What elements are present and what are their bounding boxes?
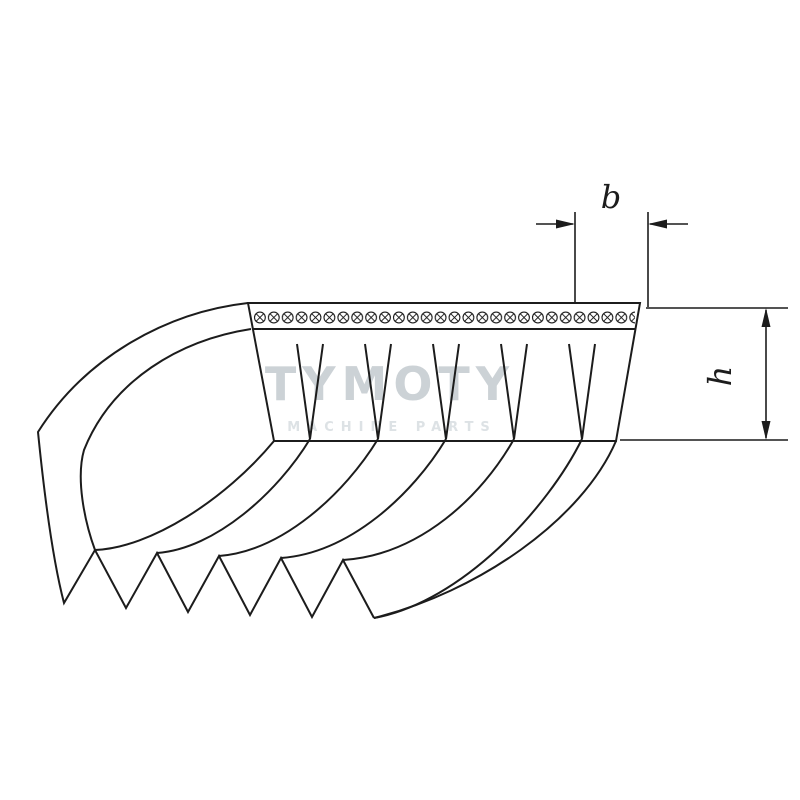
dimension-h-label: h <box>701 366 739 387</box>
belt-rib-sweep-6 <box>373 438 583 619</box>
belt-rib-sweep-3 <box>218 438 379 557</box>
belt-rib-sweep-4 <box>280 438 447 559</box>
dimension-b: b <box>536 178 688 307</box>
dimension-h-arrow-bottom <box>761 421 771 440</box>
dimension-b-label: b <box>601 178 621 216</box>
belt-line-work <box>36 302 642 620</box>
belt-top-band-hatch <box>253 306 635 329</box>
dimension-h: h <box>620 307 788 441</box>
belt-inner-back-curve <box>79 328 252 551</box>
dimension-b-arrow-right <box>648 219 667 229</box>
belt-rib-sweep-5 <box>342 438 515 561</box>
belt-face-fill <box>248 303 640 441</box>
belt-rib-sweep-2 <box>156 438 311 554</box>
belt-front-face <box>248 303 640 441</box>
belt-rib-sweep-right-edge <box>373 440 617 619</box>
dimension-h-arrow-top <box>761 308 771 327</box>
watermark: TYMOTY MACHINE PARTS <box>265 357 509 435</box>
dimension-b-arrow-left <box>556 219 575 229</box>
belt-rib-sweep-1 <box>94 440 275 551</box>
belt-outer-silhouette <box>36 302 375 620</box>
watermark-subtitle: MACHINE PARTS <box>287 420 497 435</box>
